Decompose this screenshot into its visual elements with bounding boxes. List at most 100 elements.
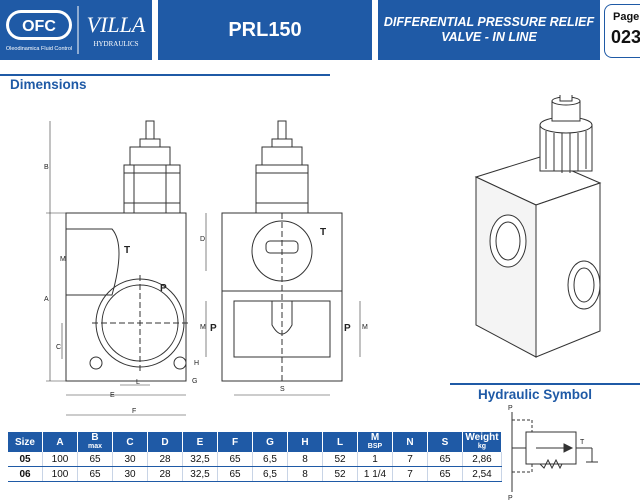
- dim-label-g: G: [192, 378, 197, 385]
- port-label-t-front: T: [124, 245, 130, 256]
- logo-ofc-subtext: Oleodinamica Fluid Control: [6, 46, 72, 52]
- table-header-sublabel: kg: [477, 443, 487, 450]
- dim-label-m-side-right: M: [362, 324, 368, 331]
- port-label-t-side: T: [320, 227, 326, 238]
- table-cell: 06: [8, 466, 43, 482]
- table-header-label: H: [301, 436, 309, 448]
- table-cell: 2,86: [462, 452, 502, 467]
- table-header-label: C: [126, 436, 134, 448]
- symbol-label-p-bottom: P: [508, 495, 513, 502]
- table-header-cell: E: [182, 432, 218, 452]
- logo-ofc-text: OFC: [22, 18, 56, 35]
- page-box: Page 023: [604, 4, 640, 58]
- table-cell: 8: [287, 452, 323, 467]
- dim-label-s: S: [280, 386, 285, 393]
- side-view: [205, 120, 361, 396]
- port-label-p-side-left: P: [210, 323, 217, 334]
- product-description: DIFFERENTIAL PRESSURE RELIEF VALVE - IN …: [378, 0, 600, 60]
- table-cell: 65: [77, 466, 113, 482]
- symbol-label-p-top: P: [508, 405, 513, 412]
- dimensions-title: Dimensions: [10, 77, 87, 92]
- table-header-label: Weight: [465, 432, 499, 443]
- dim-label-d: D: [200, 236, 205, 243]
- table-cell: 7: [392, 466, 428, 482]
- table-header-label: E: [196, 436, 204, 448]
- description-line-2: VALVE - IN LINE: [441, 30, 537, 44]
- dim-label-f: F: [132, 408, 136, 415]
- table-header-cell: H: [287, 432, 323, 452]
- table-cell: 65: [427, 466, 463, 482]
- logo-area: OFC Oleodinamica Fluid Control VILLA HYD…: [0, 0, 152, 60]
- table-cell: 65: [427, 452, 463, 467]
- logo-villa-subtext: HYDRAULICS: [93, 40, 138, 48]
- table-header-label: Size: [14, 436, 35, 448]
- dim-label-e: E: [110, 392, 115, 399]
- description-line-1: DIFFERENTIAL PRESSURE RELIEF: [383, 15, 595, 29]
- table-cell: 8: [287, 466, 323, 482]
- table-header-cell: A: [42, 432, 78, 452]
- table-cell: 52: [322, 466, 358, 482]
- table-header-label: S: [441, 436, 449, 448]
- table-cell: 52: [322, 452, 358, 467]
- table-cell: 6,5: [252, 452, 288, 467]
- table-cell: 30: [112, 452, 148, 467]
- table-cell: 32,5: [182, 452, 218, 467]
- table-header-label: L: [336, 436, 344, 448]
- hydraulic-symbol-title: Hydraulic Symbol: [478, 387, 593, 402]
- dim-label-h: H: [194, 360, 199, 367]
- table-header-label: D: [161, 436, 169, 448]
- table-header-label: A: [56, 436, 64, 448]
- table-header-label: F: [231, 436, 239, 448]
- table-header-cell: L: [322, 432, 358, 452]
- dimensions-rule: [0, 74, 330, 76]
- technical-drawing: T P T P P A B C M D M M L E F G H S: [44, 95, 602, 416]
- table-cell: 05: [8, 452, 43, 467]
- header: OFC Oleodinamica Fluid Control VILLA HYD…: [0, 0, 640, 72]
- table-cell: 28: [147, 452, 183, 467]
- table-header-label: G: [266, 436, 274, 448]
- table-header-sublabel: BSP: [367, 443, 383, 450]
- dim-label-a: A: [44, 296, 49, 303]
- symbol-label-t: T: [580, 439, 585, 446]
- table-cell: 1 1/4: [357, 466, 393, 482]
- table-header-cell: Size: [8, 432, 43, 452]
- hydraulic-symbol-icon: P T P: [508, 405, 598, 502]
- dim-label-m-side-left: M: [200, 324, 206, 331]
- page-number: 023: [611, 27, 640, 47]
- port-label-p-side-right: P: [344, 323, 351, 334]
- table-header-label: M: [370, 432, 380, 443]
- table-header-cell: N: [392, 432, 428, 452]
- table-header-label: N: [406, 436, 414, 448]
- table-cell: 32,5: [182, 466, 218, 482]
- table-header-cell: S: [427, 432, 463, 452]
- dim-label-b: B: [44, 164, 49, 171]
- table-header-cell: F: [217, 432, 253, 452]
- dim-label-m-front: M: [60, 256, 66, 263]
- table-cell: 7: [392, 452, 428, 467]
- table-header-cell: G: [252, 432, 288, 452]
- table-cell: 65: [77, 452, 113, 467]
- table-cell: 1: [357, 452, 393, 467]
- table-header-cell: C: [112, 432, 148, 452]
- port-label-p-front: P: [160, 283, 167, 294]
- dim-label-c: C: [56, 344, 61, 351]
- table-cell: 30: [112, 466, 148, 482]
- front-view: [46, 120, 188, 416]
- table-cell: 100: [42, 452, 78, 467]
- table-cell: 6,5: [252, 466, 288, 482]
- logo-villa-text: VILLA: [87, 12, 146, 37]
- table-header-cell: D: [147, 432, 183, 452]
- table-header-sublabel: max: [87, 443, 102, 450]
- table-cell: 65: [217, 466, 253, 482]
- model-title: PRL150: [158, 0, 372, 60]
- table-cell: 28: [147, 466, 183, 482]
- table-cell: 100: [42, 466, 78, 482]
- isometric-view: [474, 95, 602, 358]
